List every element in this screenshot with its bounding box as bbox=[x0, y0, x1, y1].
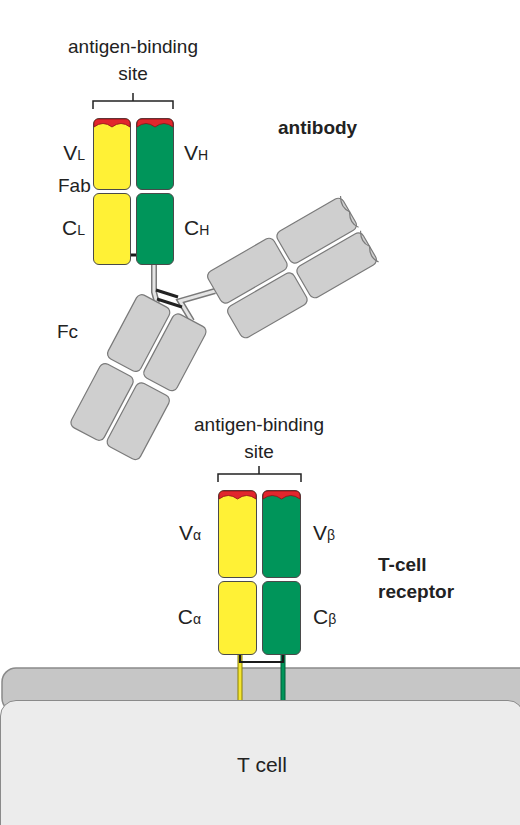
arm-domain bbox=[225, 271, 309, 340]
domain-label: CH bbox=[184, 216, 209, 242]
constant-domain bbox=[105, 381, 171, 462]
binding-caps bbox=[94, 119, 300, 499]
domain-label: Cα bbox=[178, 605, 201, 631]
protein-domain: Cβ bbox=[262, 581, 301, 655]
disulfide-bond bbox=[156, 290, 178, 297]
binding-cap bbox=[137, 119, 173, 127]
domain-label: Cβ bbox=[313, 605, 336, 631]
domain-label: VH bbox=[184, 141, 208, 167]
region-label: antigen-binding site bbox=[63, 33, 203, 87]
binding-cap bbox=[263, 491, 300, 499]
protein-domain: VH bbox=[136, 118, 174, 190]
molecule-name: T-cell receptor bbox=[378, 551, 470, 605]
domain-label: Vβ bbox=[313, 521, 335, 547]
protein-domain: Vβ bbox=[262, 490, 301, 578]
disulfide-bond bbox=[240, 655, 283, 662]
arm-domain bbox=[295, 231, 379, 300]
bracket bbox=[218, 466, 301, 482]
region-label: Fc bbox=[57, 318, 117, 345]
bracket bbox=[93, 93, 173, 109]
region-label: Fab bbox=[58, 172, 118, 199]
fc-domains bbox=[69, 293, 208, 462]
protein-domain: Cα bbox=[218, 581, 257, 655]
binding-cap bbox=[94, 119, 130, 127]
region-label: antigen-binding site bbox=[189, 411, 329, 465]
protein-domain: CL bbox=[93, 193, 131, 265]
connector-layer bbox=[131, 255, 283, 662]
cell-label: T cell bbox=[1, 753, 520, 777]
constant-domain bbox=[142, 312, 208, 393]
fab-arm bbox=[205, 196, 378, 340]
domain-label: CL bbox=[62, 216, 85, 242]
disulfide-bond bbox=[131, 254, 136, 257]
hinge-chain bbox=[154, 265, 157, 303]
protein-domain: VL bbox=[93, 118, 131, 190]
protein-domain: CH bbox=[136, 193, 174, 265]
cell-body: T cell bbox=[0, 700, 520, 825]
binding-cap bbox=[219, 491, 256, 499]
arm-tip bbox=[338, 196, 379, 263]
protein-domain: Vα bbox=[218, 490, 257, 578]
hinge-chain bbox=[154, 265, 157, 303]
domain-label: VL bbox=[63, 141, 85, 167]
domain-label: Vα bbox=[179, 521, 201, 547]
molecule-name: antibody bbox=[278, 114, 398, 141]
